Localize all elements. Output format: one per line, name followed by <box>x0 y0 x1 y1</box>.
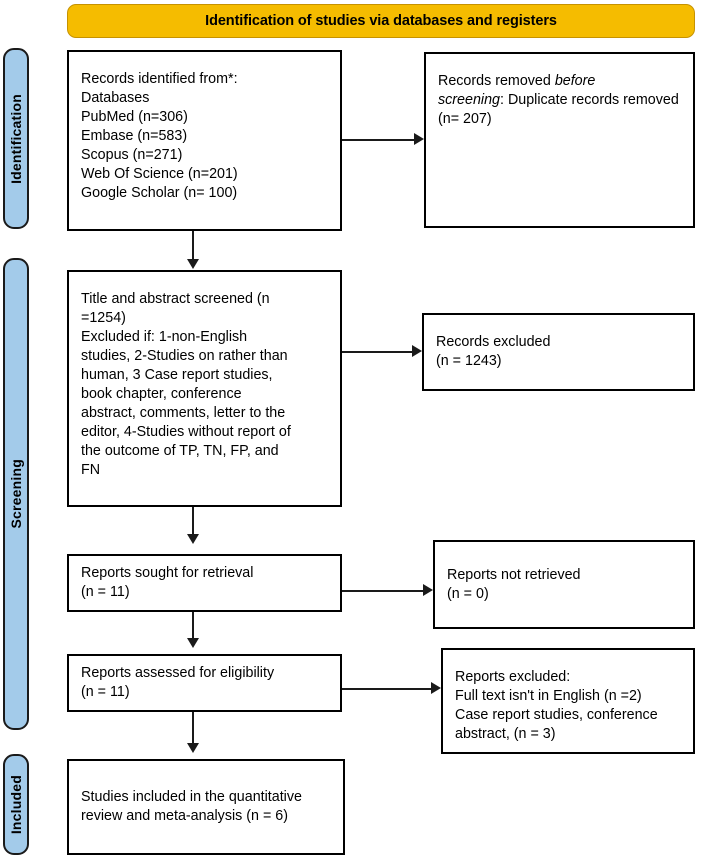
box-studies-included-text: Studies included in the quantitative rev… <box>81 789 302 824</box>
connector-screened-to-excluded <box>342 351 413 353</box>
box-reports-excluded-text: Reports excluded: Full text isn't in Eng… <box>455 669 658 742</box>
connector-identified-to-screened <box>192 231 194 261</box>
box-records-removed-text: Records removed before screening: Duplic… <box>426 54 686 129</box>
box-reports-not-retrieved-text: Reports not retrieved (n = 0) <box>447 566 581 602</box>
connector-sought-to-assessed <box>192 612 194 640</box>
box-reports-assessed-text: Reports assessed for eligibility (n = 11… <box>81 665 275 700</box>
arrowhead-sought-to-not-retrieved <box>423 584 433 596</box>
removed-line1-emphasis: before <box>554 73 596 89</box>
box-title-abstract-screened: Title and abstract screened (n =1254) Ex… <box>67 270 342 507</box>
diagram-header-banner: Identification of studies via databases … <box>67 4 695 38</box>
box-reports-sought-text: Reports sought for retrieval (n = 11) <box>81 565 254 600</box>
arrowhead-sought-to-assessed <box>186 638 199 648</box>
box-records-removed: Records removed before screening: Duplic… <box>424 52 695 228</box>
box-title-abstract-screened-text: Title and abstract screened (n =1254) Ex… <box>81 291 291 478</box>
stage-label-identification: Identification <box>3 48 29 229</box>
connector-assessed-to-included <box>192 712 194 745</box>
box-records-excluded-text: Records excluded (n = 1243) <box>436 334 551 369</box>
box-reports-assessed: Reports assessed for eligibility (n = 11… <box>67 654 342 712</box>
box-studies-included: Studies included in the quantitative rev… <box>67 759 345 855</box>
stage-label-screening: Screening <box>3 258 29 730</box>
box-reports-excluded: Reports excluded: Full text isn't in Eng… <box>441 648 695 754</box>
stage-label-screening-text: Screening <box>8 459 24 529</box>
box-records-excluded: Records excluded (n = 1243) <box>422 313 695 391</box>
removed-line2-colon: : <box>500 92 504 108</box>
connector-assessed-to-excluded <box>342 688 432 690</box>
connector-screened-to-sought <box>192 507 194 536</box>
arrowhead-screened-to-sought <box>186 534 199 544</box>
stage-label-included: Included <box>3 754 29 855</box>
arrowhead-assessed-to-excluded <box>431 682 441 694</box>
removed-line2-emphasis: screening <box>438 92 500 108</box>
box-records-identified: Records identified from*: Databases PubM… <box>67 50 342 231</box>
arrowhead-assessed-to-included <box>186 743 199 753</box>
stage-label-included-text: Included <box>8 774 24 835</box>
box-reports-sought: Reports sought for retrieval (n = 11) <box>67 554 342 612</box>
diagram-title: Identification of studies via databases … <box>205 12 557 29</box>
stage-label-identification-text: Identification <box>8 93 24 184</box>
box-records-identified-text: Records identified from*: Databases PubM… <box>81 71 238 201</box>
connector-sought-to-not-retrieved <box>342 590 424 592</box>
connector-identified-to-removed <box>342 139 415 141</box>
box-reports-not-retrieved: Reports not retrieved (n = 0) <box>433 540 695 629</box>
arrowhead-identified-to-screened <box>186 259 199 269</box>
arrowhead-identified-to-removed <box>414 133 424 145</box>
arrowhead-screened-to-excluded <box>412 345 422 357</box>
removed-rest-text: Duplicate records removed (n= 207) <box>438 92 679 127</box>
removed-line1-prefix: Records removed <box>438 73 555 89</box>
